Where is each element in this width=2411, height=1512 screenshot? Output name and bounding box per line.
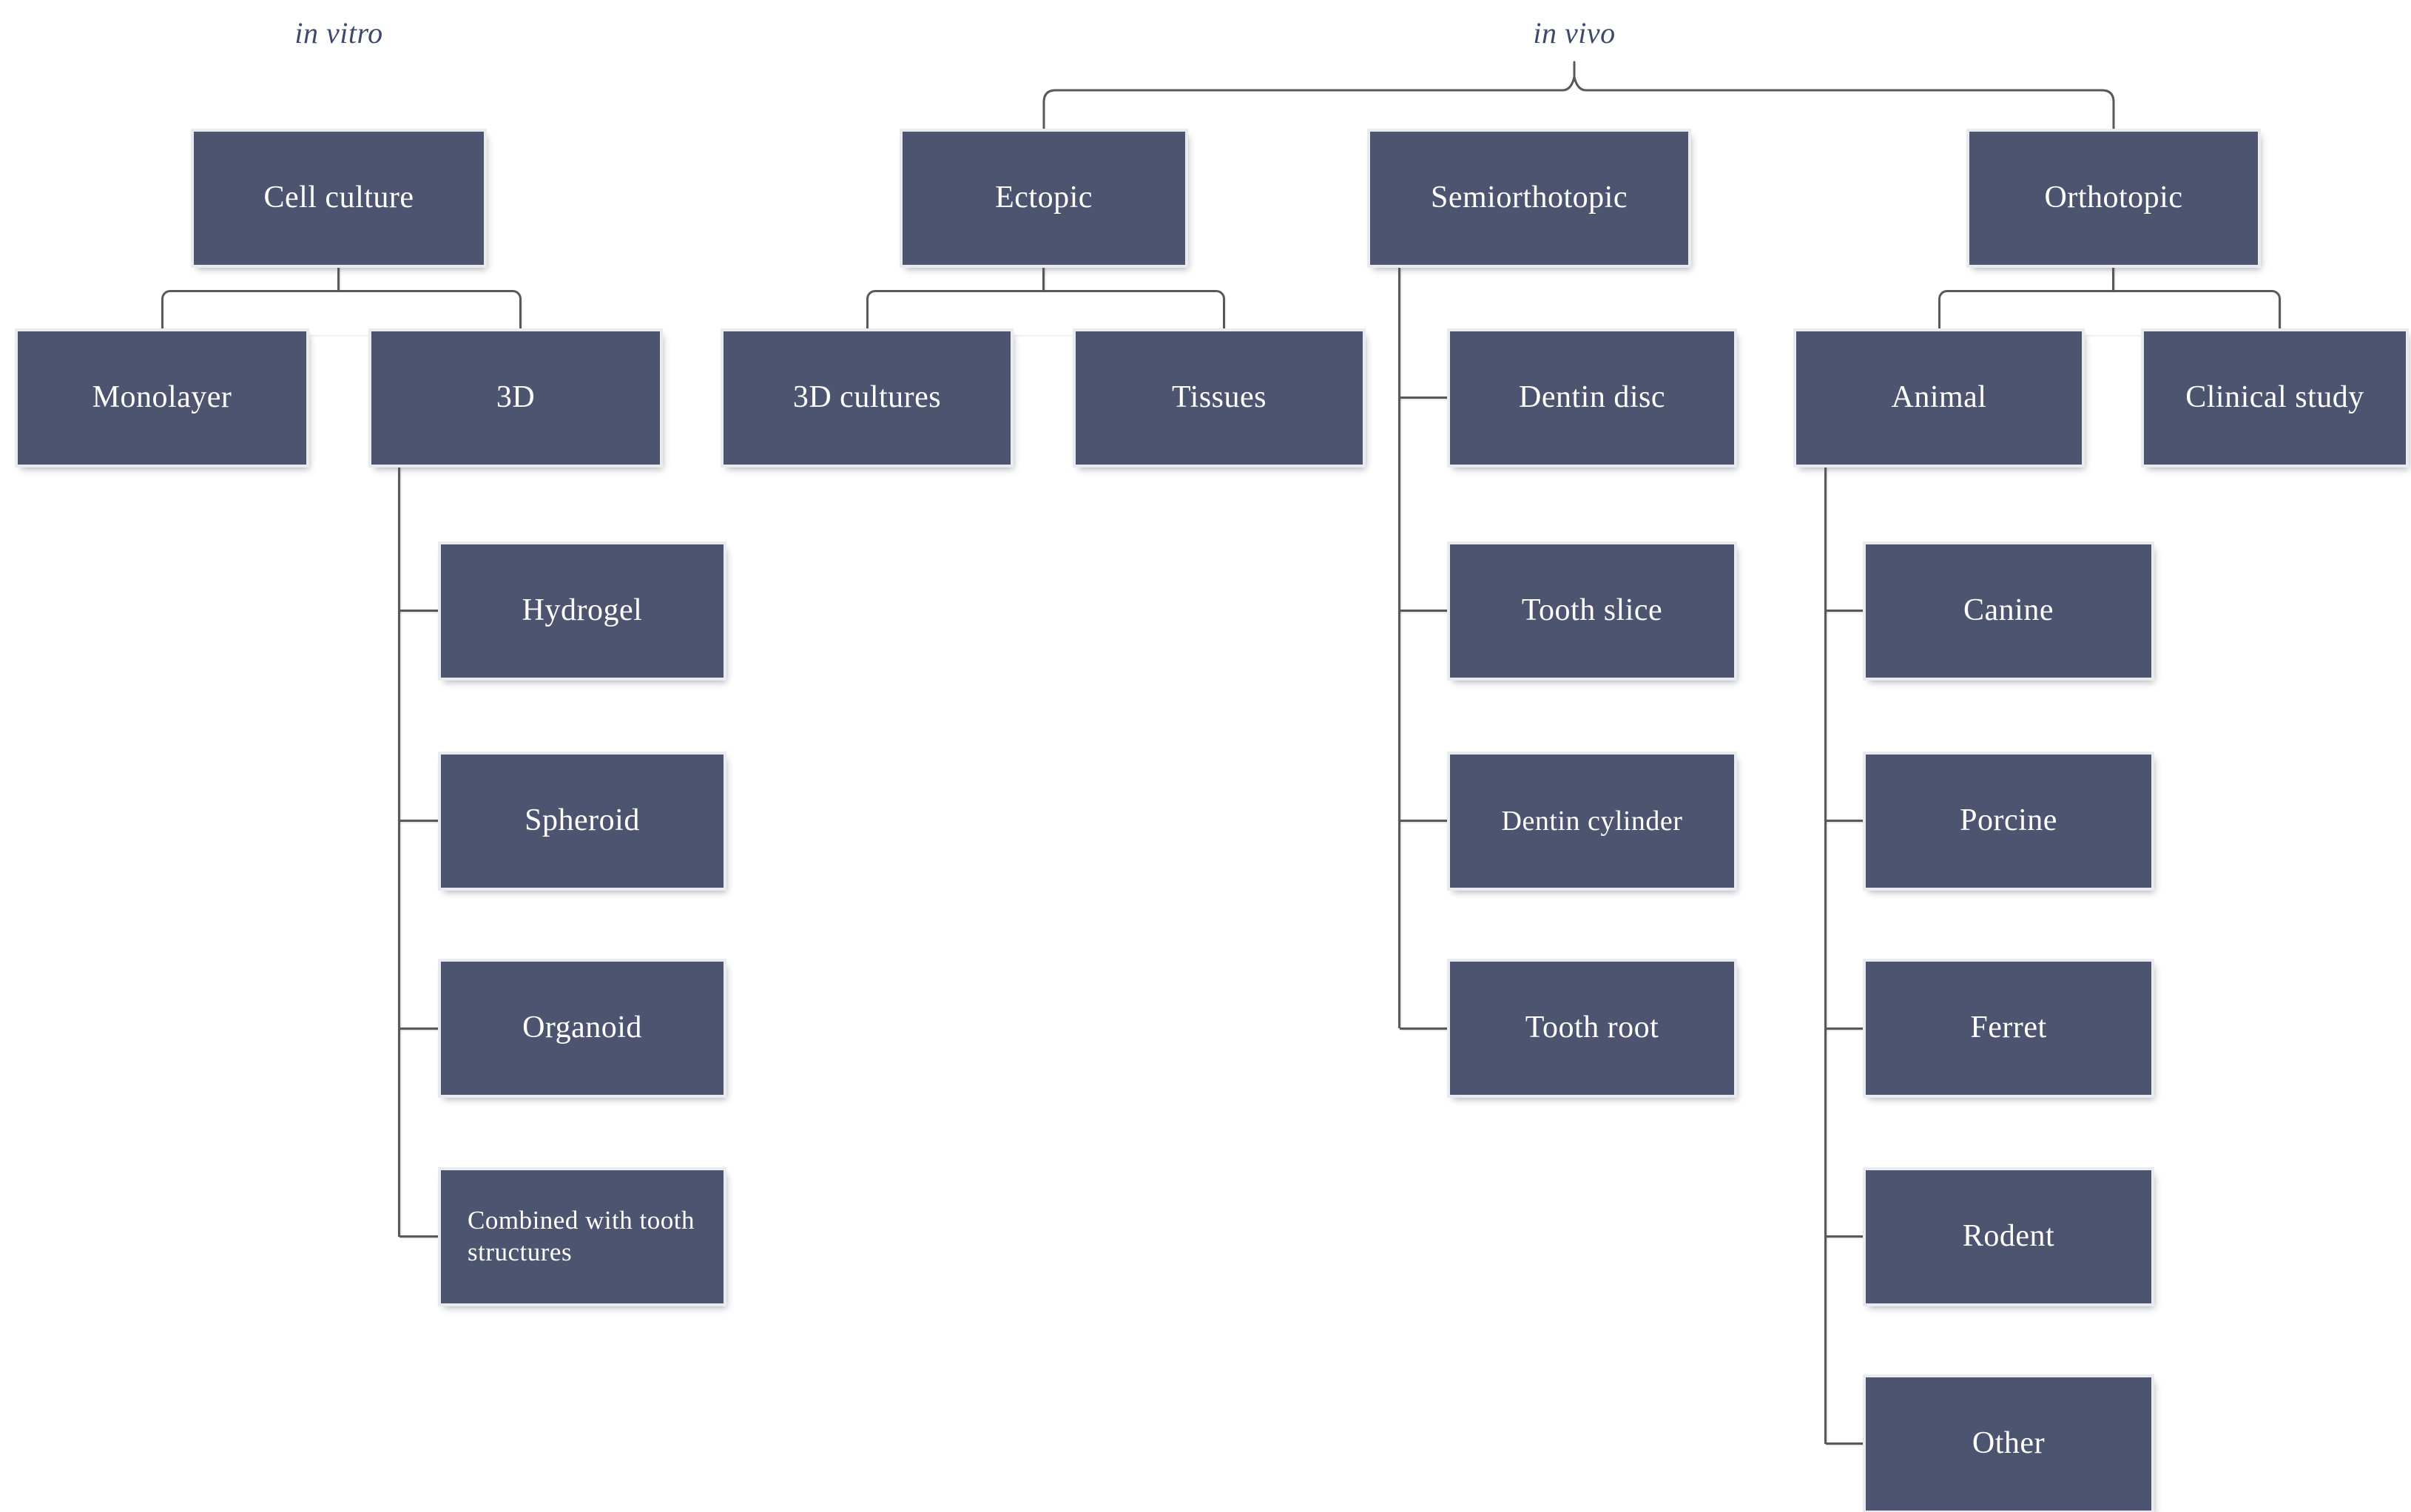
node-clinical-study: Clinical study [2144,331,2406,465]
cell-culture-branch-connector [161,290,522,335]
dentin-disc-tick-connector [1400,396,1450,399]
organoid-tick-connector [399,1027,441,1030]
in-vivo-section-label: in vivo [1533,16,1616,50]
hydrogel-tick-connector [399,610,441,612]
node-porcine: Porcine [1866,755,2151,888]
three-d-hanging-line [398,465,400,1237]
semiorthotopic-hanging-line [1398,268,1400,1028]
node-tooth-slice: Tooth slice [1450,544,1734,678]
node-rodent: Rodent [1866,1170,2151,1303]
porcine-tick-connector [1826,820,1866,822]
canine-tick-connector [1826,610,1866,612]
node-3d: 3D [371,331,660,465]
orthotopic-stem-connector [2112,265,2114,291]
node-dentin-cylinder: Dentin cylinder [1450,755,1734,888]
ferret-tick-connector [1826,1027,1866,1030]
other-tick-connector [1826,1442,1866,1445]
node-orthotopic: Orthotopic [1969,132,2258,265]
node-3d-cultures: 3D cultures [724,331,1011,465]
node-organoid: Organoid [441,962,724,1095]
node-canine: Canine [1866,544,2151,678]
in-vitro-section-label: in vitro [294,16,383,50]
rodent-tick-connector [1826,1235,1866,1238]
node-dentin-disc: Dentin disc [1450,331,1734,465]
combined-tick-connector [399,1235,441,1238]
node-tooth-root: Tooth root [1450,962,1734,1095]
node-ferret: Ferret [1866,962,2151,1095]
ectopic-stem-connector [1042,265,1045,291]
spheroid-tick-connector [399,820,441,822]
node-animal: Animal [1796,331,2082,465]
tooth-root-tick-connector [1400,1027,1450,1030]
tooth-slice-tick-connector [1400,610,1450,612]
node-cell-culture: Cell culture [194,132,484,265]
in-vivo-brace-connector [1042,61,2115,133]
node-ectopic: Ectopic [903,132,1185,265]
animal-hanging-line [1824,465,1827,1444]
orthotopic-branch-connector [1938,290,2281,335]
node-semiorthotopic: Semiorthotopic [1370,132,1688,265]
node-hydrogel: Hydrogel [441,544,724,678]
node-combined-with-tooth-structures: Combined with tooth structures [441,1170,724,1303]
node-monolayer: Monolayer [18,331,306,465]
node-spheroid: Spheroid [441,755,724,888]
cell-culture-stem-connector [337,265,340,291]
node-other: Other [1866,1377,2151,1511]
dentin-cylinder-tick-connector [1400,820,1450,822]
node-tissues: Tissues [1076,331,1363,465]
ectopic-branch-connector [866,290,1225,335]
